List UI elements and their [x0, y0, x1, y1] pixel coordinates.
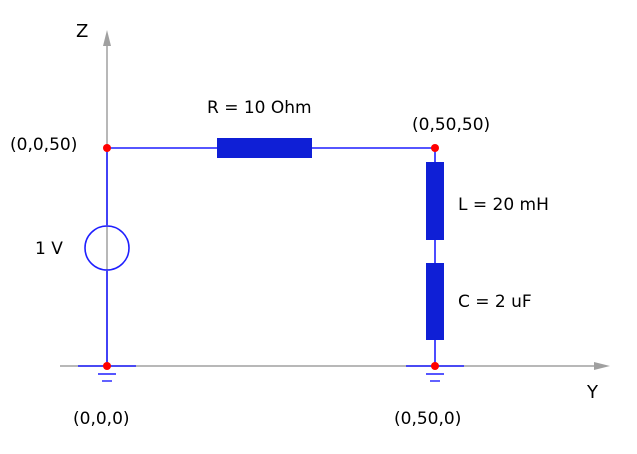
node-label-top-right: (0,50,50) — [412, 115, 490, 135]
source-label: 1 V — [35, 239, 63, 259]
node-top-right — [431, 144, 439, 152]
node-bottom-left — [103, 362, 111, 370]
y-axis-arrowhead — [594, 362, 610, 370]
node-label-top-left: (0,0,50) — [10, 135, 77, 155]
inductor-label: L = 20 mH — [458, 195, 549, 215]
nodes — [103, 144, 439, 370]
z-axis-label: Z — [76, 21, 88, 42]
resistor — [217, 138, 312, 158]
labels: R = 10 Ohm L = 20 mH C = 2 uF 1 V (0,0,5… — [10, 98, 549, 429]
node-top-left — [103, 144, 111, 152]
inductor — [426, 162, 444, 240]
voltage-source — [84, 225, 130, 271]
capacitor-label: C = 2 uF — [458, 292, 532, 312]
z-axis-arrowhead — [103, 30, 111, 46]
node-label-bottom-left: (0,0,0) — [73, 409, 130, 429]
capacitor — [426, 263, 444, 340]
resistor-label: R = 10 Ohm — [207, 98, 312, 118]
node-bottom-right — [431, 362, 439, 370]
wires — [106, 147, 436, 366]
components — [84, 138, 444, 340]
node-label-bottom-right: (0,50,0) — [394, 409, 461, 429]
y-axis-label: Y — [586, 382, 599, 403]
